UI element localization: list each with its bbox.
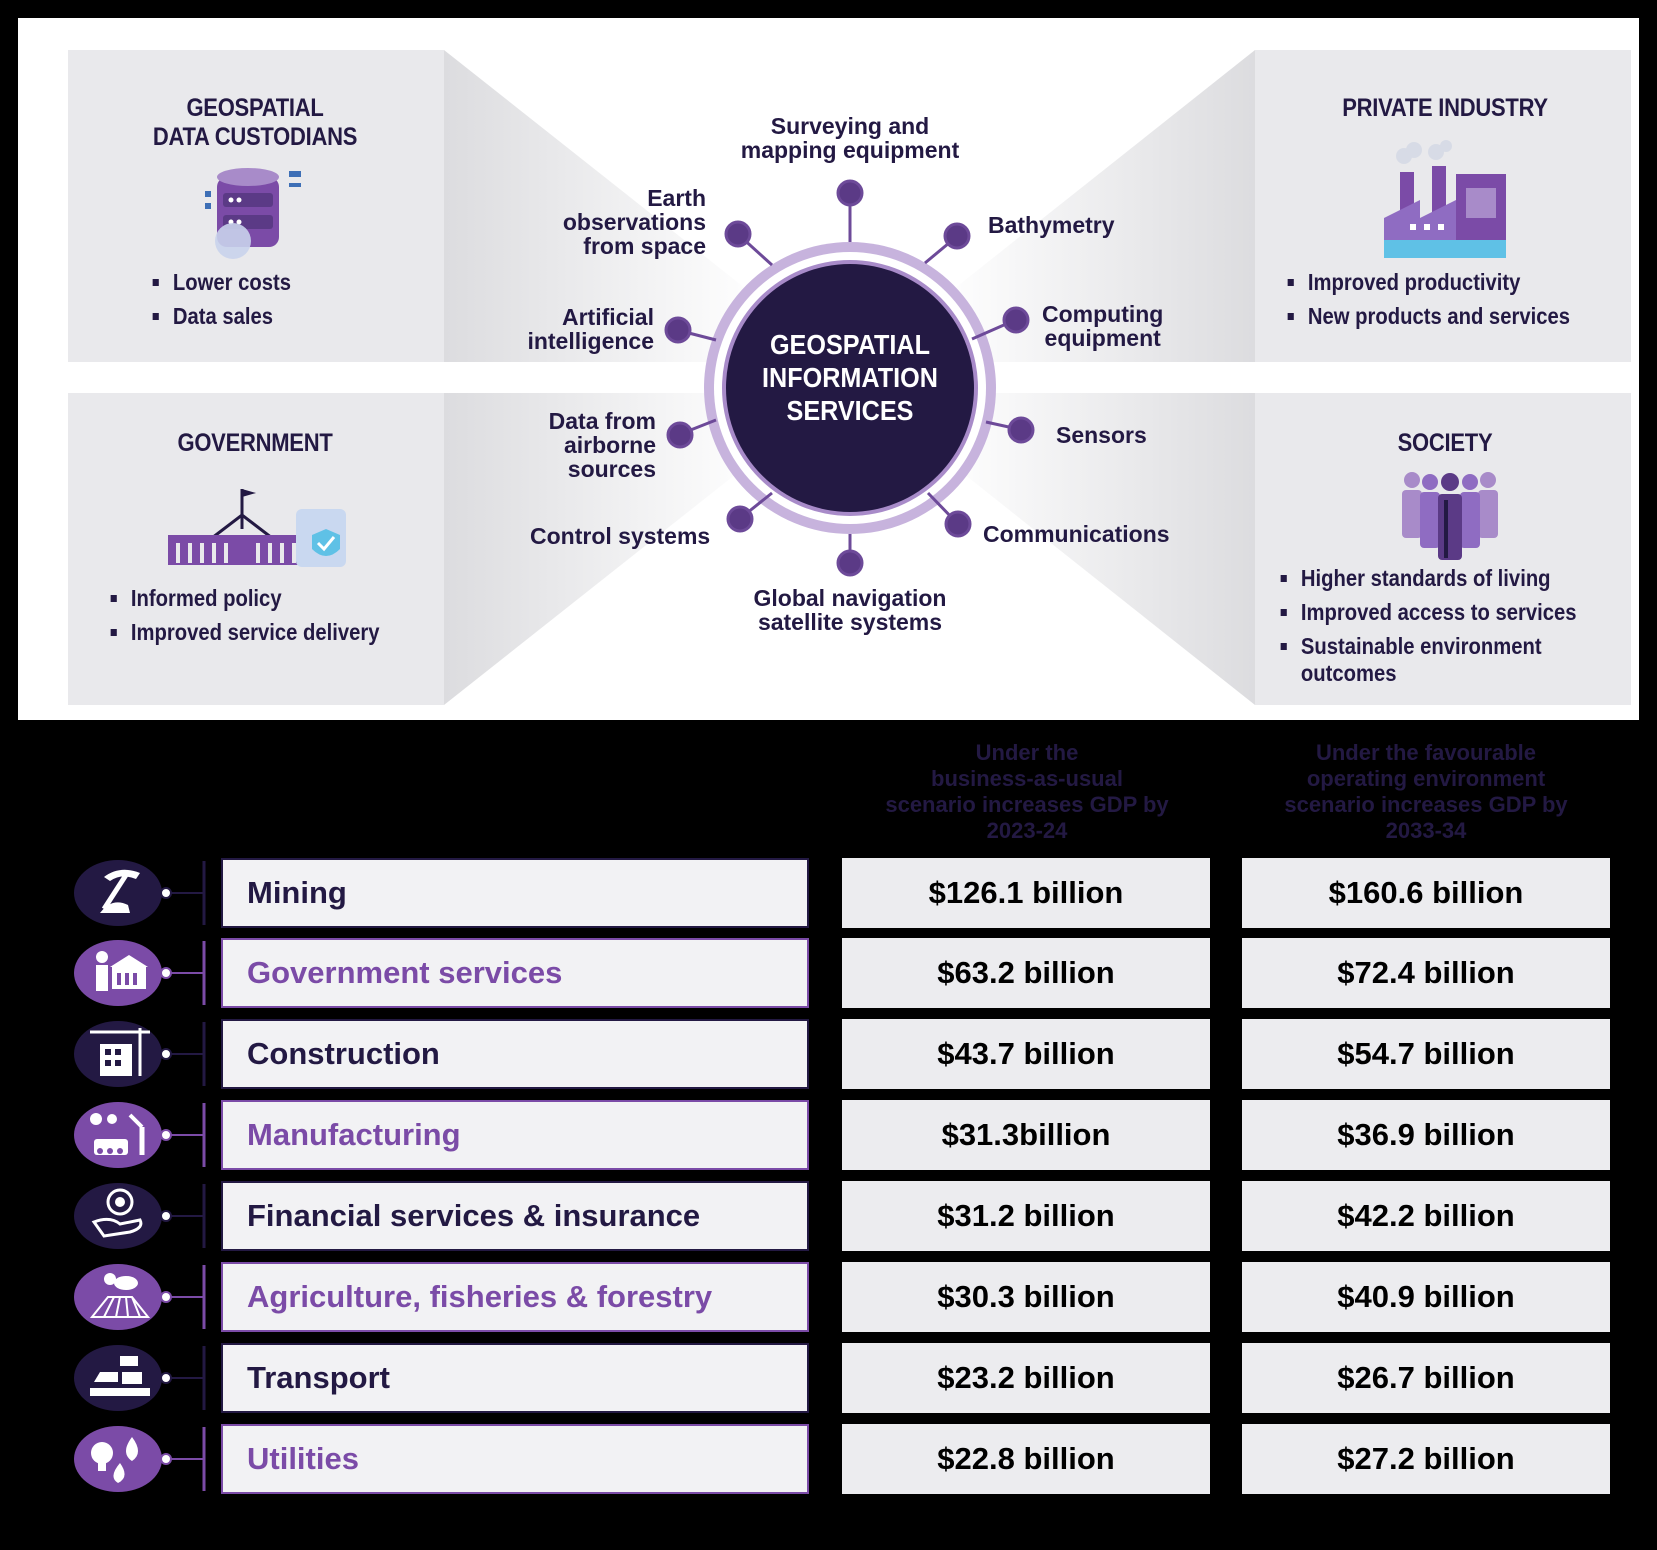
spoke-dot-airborne [666, 421, 694, 449]
robot-arm-icon [70, 1099, 210, 1171]
spoke-label-control: Control systems [530, 523, 711, 549]
spoke-dot-surveying [836, 179, 864, 207]
favourable-value: $26.7 billion [1242, 1343, 1610, 1413]
spoke-dot-earth [724, 220, 752, 248]
spoke-label-bathymetry: Bathymetry [988, 212, 1115, 238]
hub-title: GEOSPATIAL INFORMATION SERVICES [738, 328, 963, 427]
government-title: GOVERNMENT [177, 429, 333, 457]
people-group-icon [1402, 472, 1498, 560]
bau-value: $43.7 billion [842, 1019, 1210, 1089]
bau-value: $22.8 billion [842, 1424, 1210, 1494]
crane-building-icon [70, 1018, 210, 1090]
bau-value: $31.2 billion [842, 1181, 1210, 1251]
spoke-dot-computing [1002, 306, 1030, 334]
bulb-water-icon [70, 1423, 210, 1495]
society-bullet: Sustainable environment outcomes [1278, 633, 1556, 687]
sector-name: Construction [221, 1019, 809, 1089]
pickaxe-icon [70, 857, 210, 929]
hand-coin-icon [70, 1180, 210, 1252]
bau-value: $23.2 billion [842, 1343, 1210, 1413]
spoke-dot-sensors [1007, 416, 1035, 444]
hub-title-line2: INFORMATION [762, 362, 938, 393]
spoke-dot-gnss [836, 549, 864, 577]
bau-value: $126.1 billion [842, 858, 1210, 928]
custodians-bullet: Lower costs [150, 269, 291, 296]
field-weather-icon [70, 1261, 210, 1333]
government-bullet: Informed policy [108, 585, 380, 612]
sector-name: Mining [221, 858, 809, 928]
favourable-value: $27.2 billion [1242, 1424, 1610, 1494]
society-bullets: Higher standards of living Improved acce… [1278, 565, 1577, 694]
favourable-value: $36.9 billion [1242, 1100, 1610, 1170]
favourable-value: $42.2 billion [1242, 1181, 1610, 1251]
hub-core [726, 264, 974, 512]
sector-name: Government services [221, 938, 809, 1008]
spoke-dot-communications [944, 510, 972, 538]
private-industry-bullets: Improved productivity New products and s… [1285, 269, 1570, 337]
private-industry-bullet: Improved productivity [1285, 269, 1570, 296]
database-icon [205, 168, 301, 259]
sector-name: Financial services & insurance [221, 1181, 809, 1251]
spoke-dot-ai [664, 316, 692, 344]
spoke-label-communications: Communications [983, 521, 1170, 547]
parliament-shield-icon [168, 489, 346, 567]
private-industry-bullet: New products and services [1285, 303, 1570, 330]
hub-title-line1: GEOSPATIAL [769, 329, 931, 360]
ship-truck-icon [70, 1342, 210, 1414]
factory-icon [1384, 140, 1506, 258]
hub-diagram [664, 179, 1035, 577]
spoke-dot-control [726, 505, 754, 533]
custodians-bullets: Lower costs Data sales [150, 269, 291, 337]
favourable-value: $160.6 billion [1242, 858, 1610, 928]
society-title: SOCIETY [1397, 429, 1493, 457]
diagram-background [18, 18, 1639, 720]
sector-name: Utilities [221, 1424, 809, 1494]
custodians-bullet: Data sales [150, 303, 291, 330]
government-bullets: Informed policy Improved service deliver… [108, 585, 380, 653]
spoke-dot-bathymetry [943, 222, 971, 250]
private-industry-title: PRIVATE INDUSTRY [1342, 94, 1548, 122]
spoke-label-sensors: Sensors [1056, 422, 1147, 448]
sector-name: Manufacturing [221, 1100, 809, 1170]
custodians-title: GEOSPATIAL DATA CUSTODIANS [152, 94, 358, 151]
favourable-value: $72.4 billion [1242, 938, 1610, 1008]
sector-name: Transport [221, 1343, 809, 1413]
bau-value: $31.3billion [842, 1100, 1210, 1170]
bau-value: $30.3 billion [842, 1262, 1210, 1332]
society-bullet: Higher standards of living [1278, 565, 1577, 592]
favourable-value: $54.7 billion [1242, 1019, 1610, 1089]
sector-name: Agriculture, fisheries & forestry [221, 1262, 809, 1332]
bau-value: $63.2 billion [842, 938, 1210, 1008]
favourable-value: $40.9 billion [1242, 1262, 1610, 1332]
government-building-icon [70, 937, 210, 1009]
society-bullet: Improved access to services [1278, 599, 1577, 626]
government-bullet: Improved service delivery [108, 619, 380, 646]
hub-title-line3: SERVICES [786, 395, 914, 426]
